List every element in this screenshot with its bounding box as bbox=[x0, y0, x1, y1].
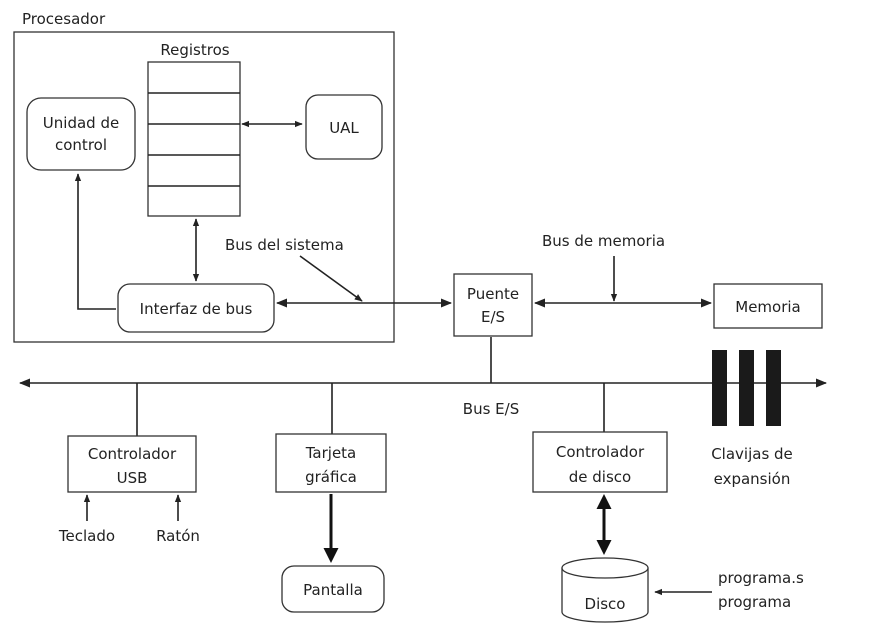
control-unit-label-1: Unidad de bbox=[43, 114, 119, 132]
expansion-slots-label-2: expansión bbox=[714, 470, 791, 488]
display: Pantalla bbox=[281, 565, 385, 613]
disk-controller: Controlador de disco bbox=[532, 431, 668, 493]
disk-controller-label-1: Controlador bbox=[556, 443, 645, 461]
memory: Memoria bbox=[713, 283, 823, 329]
io-bus-label: Bus E/S bbox=[463, 400, 519, 418]
mouse-label: Ratón bbox=[156, 527, 200, 545]
bus-interface: Interfaz de bus bbox=[117, 283, 275, 333]
keyboard-label: Teclado bbox=[58, 527, 115, 545]
disk: Disco bbox=[561, 557, 649, 623]
disk-label: Disco bbox=[585, 595, 626, 613]
memory-bus-label: Bus de memoria bbox=[542, 232, 665, 250]
graphics-card: Tarjeta gráfica bbox=[275, 433, 387, 493]
alu-label: UAL bbox=[329, 119, 359, 137]
io-bridge-label-2: E/S bbox=[481, 308, 505, 326]
usb-controller: Controlador USB bbox=[67, 435, 197, 493]
processor-label: Procesador bbox=[22, 10, 106, 28]
control-unit: Unidad de control bbox=[26, 97, 136, 171]
control-unit-label-2: control bbox=[55, 136, 107, 154]
usb-controller-label-2: USB bbox=[117, 469, 148, 487]
io-bridge: Puente E/S bbox=[453, 273, 533, 337]
file-label-1: programa.s bbox=[718, 569, 804, 587]
bus-interface-label: Interfaz de bus bbox=[140, 300, 253, 318]
expansion-slots bbox=[712, 350, 781, 426]
system-bus-pointer bbox=[299, 255, 363, 302]
registers-label: Registros bbox=[160, 41, 229, 59]
system-bus-label: Bus del sistema bbox=[225, 236, 344, 254]
register-file bbox=[147, 61, 241, 217]
file-label-2: programa bbox=[718, 593, 791, 611]
usb-controller-label-1: Controlador bbox=[88, 445, 177, 463]
io-bridge-label-1: Puente bbox=[467, 285, 519, 303]
alu: UAL bbox=[305, 94, 383, 160]
graphics-card-label-2: gráfica bbox=[305, 468, 357, 486]
bus-interface-control-arrow bbox=[74, 173, 116, 310]
display-label: Pantalla bbox=[303, 581, 363, 599]
memory-label: Memoria bbox=[735, 298, 801, 316]
graphics-card-label-1: Tarjeta bbox=[305, 444, 357, 462]
expansion-slots-label-1: Clavijas de bbox=[711, 445, 793, 463]
disk-controller-label-2: de disco bbox=[569, 468, 631, 486]
